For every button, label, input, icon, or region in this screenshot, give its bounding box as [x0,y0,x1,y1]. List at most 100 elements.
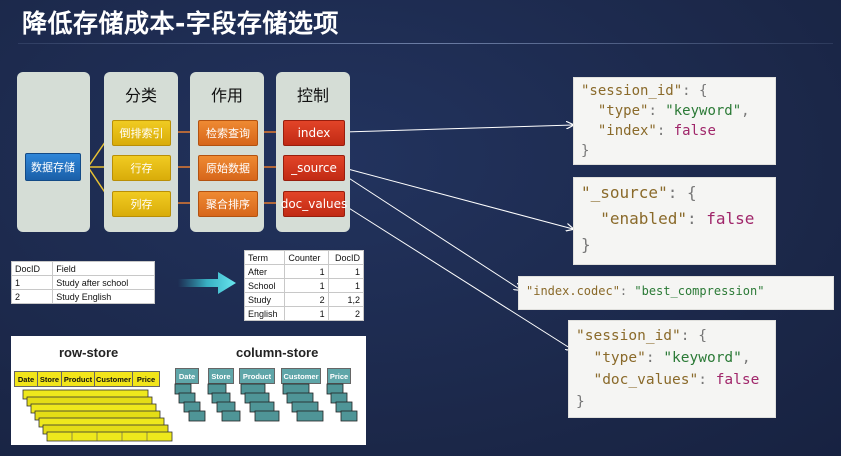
table-cell: Study English [52,289,155,304]
code-index-false: "session_id": { "type": "keyword", "inde… [573,77,776,165]
code-punct: : [698,372,716,388]
table-row: Study 2 1,2 [243,292,365,307]
column-store-field: Customer [281,368,321,384]
document-table: DocID Field 1 Study after school 2 Study… [10,261,155,304]
category-panel: 分类 倒排索引 行存 列存 [104,72,178,232]
code-key: "doc_values" [593,372,699,388]
code-key: "session_id" [576,328,681,344]
column-store-title: column-store [236,345,319,360]
code-string: "best_compression" [634,284,765,298]
table-cell: After [243,264,286,279]
arrow-right-icon [178,272,236,294]
code-punct: , [741,103,750,119]
code-punct: : { [682,83,708,99]
storage-comparison-figure: row-store column-store Date Store Produc… [11,336,366,445]
row-store-field: Date [14,371,38,387]
table-header-cell: Term [243,250,286,265]
root-node: 数据存储 [25,153,81,181]
code-punct: } [581,235,591,254]
code-string: "keyword" [663,350,742,366]
code-punct: , [741,350,751,366]
inverted-index-table: Term Counter DocID After 1 1 School 1 1 … [243,250,365,321]
code-key: "type" [597,103,649,119]
column-store-field: Product [239,368,275,384]
slide-title: 降低存储成本-字段存储选项 [22,9,339,38]
code-punct: : { [680,328,707,344]
table-cell: 2 [284,292,329,307]
code-codec: "index.codec": "best_compression" [518,276,834,310]
table-cell: 1 [284,278,329,293]
table-cell: 1 [284,306,329,321]
purpose-header: 作用 [210,86,243,105]
row-store-title: row-store [59,345,119,360]
row-store-field: Product [61,371,95,387]
code-source-disabled: "_source": { "enabled": false } [573,177,776,265]
table-cell: English [243,306,286,321]
control-header: 控制 [296,86,329,105]
row-store-blocks [22,389,173,442]
purpose-panel: 作用 检索查询 原始数据 聚合排序 [190,72,264,232]
purpose-aggregation: 聚合排序 [198,191,258,217]
column-store-field: Price [327,368,351,384]
purpose-raw-data: 原始数据 [198,155,258,181]
code-key: "enabled" [600,209,687,228]
code-boolean: false [706,209,755,228]
table-row: English 1 2 [243,306,365,321]
code-key: "session_id" [581,83,683,99]
code-string: "keyword" [665,103,742,119]
code-key: "_source" [581,183,668,202]
category-row-store: 行存 [112,155,171,181]
row-store-field: Store [37,371,62,387]
table-row: 2 Study English [10,289,155,304]
table-cell: Study after school [52,275,155,290]
category-header: 分类 [124,86,157,105]
column-store-field: Store [208,368,234,384]
table-row: School 1 1 [243,278,365,293]
table-cell: 1 [10,275,54,290]
purpose-search: 检索查询 [198,120,258,146]
control-doc-values: doc_values [281,191,347,217]
table-cell: School [243,278,286,293]
control-source: _source [283,155,345,181]
code-boolean: false [673,123,716,139]
table-header-row: Term Counter DocID [243,250,365,265]
table-header-cell: Field [52,261,155,276]
code-boolean: false [715,372,760,388]
code-key: "type" [593,350,646,366]
code-punct: : { [667,183,697,202]
table-header-cell: Counter [284,250,329,265]
code-punct: : [619,284,635,298]
code-key: "index.codec" [526,284,620,298]
title-underline [18,43,833,44]
control-panel: 控制 index _source doc_values [276,72,350,232]
code-punct: } [576,394,585,410]
row-store-field: Customer [94,371,133,387]
table-row: After 1 1 [243,264,365,279]
control-index: index [283,120,345,146]
table-row: 1 Study after school [10,275,155,290]
column-store-field: Date [175,368,199,384]
table-cell: 1 [327,264,365,279]
table-cell: Study [243,292,286,307]
table-cell: 1 [327,278,365,293]
column-store-blocks [174,383,358,422]
code-punct: : [648,103,666,119]
table-cell: 1 [284,264,329,279]
category-inverted-index: 倒排索引 [112,120,171,146]
code-punct: } [581,143,590,159]
code-punct: : [645,350,664,366]
table-cell: 1,2 [327,292,365,307]
row-store-field: Price [132,371,160,387]
code-punct: : [656,123,674,139]
root-panel: 数据存储 [17,72,90,232]
table-cell: 2 [10,289,54,304]
table-header-cell: DocID [327,250,365,265]
code-punct: : [686,209,707,228]
table-header-cell: DocID [10,261,54,276]
code-doc-values-false: "session_id": { "type": "keyword", "doc_… [568,320,776,418]
table-cell: 2 [327,306,365,321]
category-column-store: 列存 [112,191,171,217]
code-key: "index" [597,123,657,139]
table-header-row: DocID Field [10,261,155,276]
